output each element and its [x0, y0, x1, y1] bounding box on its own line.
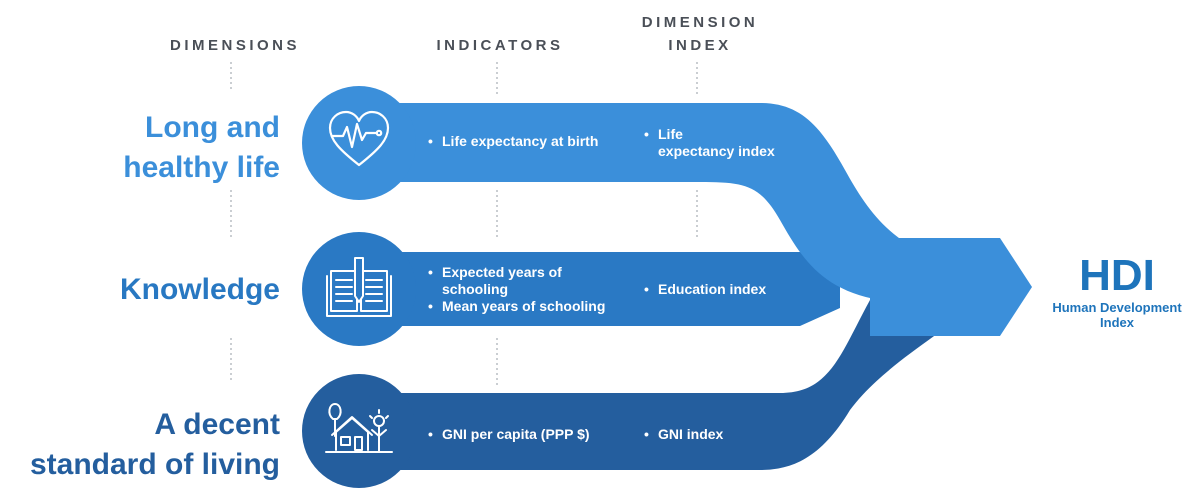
house-tree-icon: [325, 403, 393, 453]
hdi-name-line2: Index: [1100, 315, 1134, 330]
circle-living: [302, 374, 416, 488]
band-health: [355, 103, 985, 300]
heart-pulse-icon: [328, 110, 390, 167]
hdi-result: HDI Human Development Index: [1036, 251, 1198, 331]
open-book-icon: [326, 257, 392, 317]
index-gni: •GNI index: [644, 426, 724, 442]
guide-lines: [230, 62, 698, 386]
dimension-living-line2: standard of living: [29, 448, 280, 481]
band-living: [355, 300, 985, 470]
indicator-life-expectancy: •Life expectancy at birth: [428, 133, 599, 149]
indicator-life-expectancy-text: Life expectancy at birth: [442, 133, 599, 149]
indicator-gni-text: GNI per capita (PPP $): [442, 426, 590, 442]
dimension-living-line1: A decent: [154, 408, 280, 441]
indicator-expected-line1: Expected years of: [442, 264, 562, 280]
indicator-expected-line2: schooling: [442, 281, 509, 297]
index-life-expectancy: •Life expectancy index: [644, 126, 775, 159]
header-dimension-index-line2: INDEX: [668, 37, 732, 54]
dimension-health-line1: Long and: [145, 111, 280, 144]
circle-health: [302, 86, 416, 200]
dimension-health-line2: healthy life: [123, 151, 280, 184]
dimension-living: A decent standard of living: [0, 405, 280, 485]
header-dimension-index-line1: DIMENSION: [641, 14, 759, 31]
indicator-mean-schooling: •Mean years of schooling: [428, 298, 606, 314]
hdi-name-line1: Human Development: [1052, 300, 1182, 315]
index-life-line1: Life: [658, 126, 683, 142]
index-education: •Education index: [644, 281, 767, 297]
band-knowledge: [355, 252, 840, 326]
hdi-abbr: HDI: [1079, 251, 1155, 300]
index-gni-text: GNI index: [658, 426, 724, 442]
indicator-mean-text: Mean years of schooling: [442, 298, 606, 314]
dimension-knowledge: Knowledge: [40, 270, 280, 310]
header-indicators: INDICATORS: [436, 37, 564, 54]
header-dimensions: DIMENSIONS: [169, 37, 300, 54]
index-life-line2: expectancy index: [658, 143, 775, 159]
indicator-expected-schooling: •Expected years of schooling: [428, 264, 562, 297]
hdi-arrow: [870, 238, 1032, 336]
index-education-text: Education index: [658, 281, 767, 297]
dimension-knowledge-label: Knowledge: [119, 273, 280, 306]
dimension-health: Long and healthy life: [40, 108, 280, 188]
indicator-gni: •GNI per capita (PPP $): [428, 426, 590, 442]
